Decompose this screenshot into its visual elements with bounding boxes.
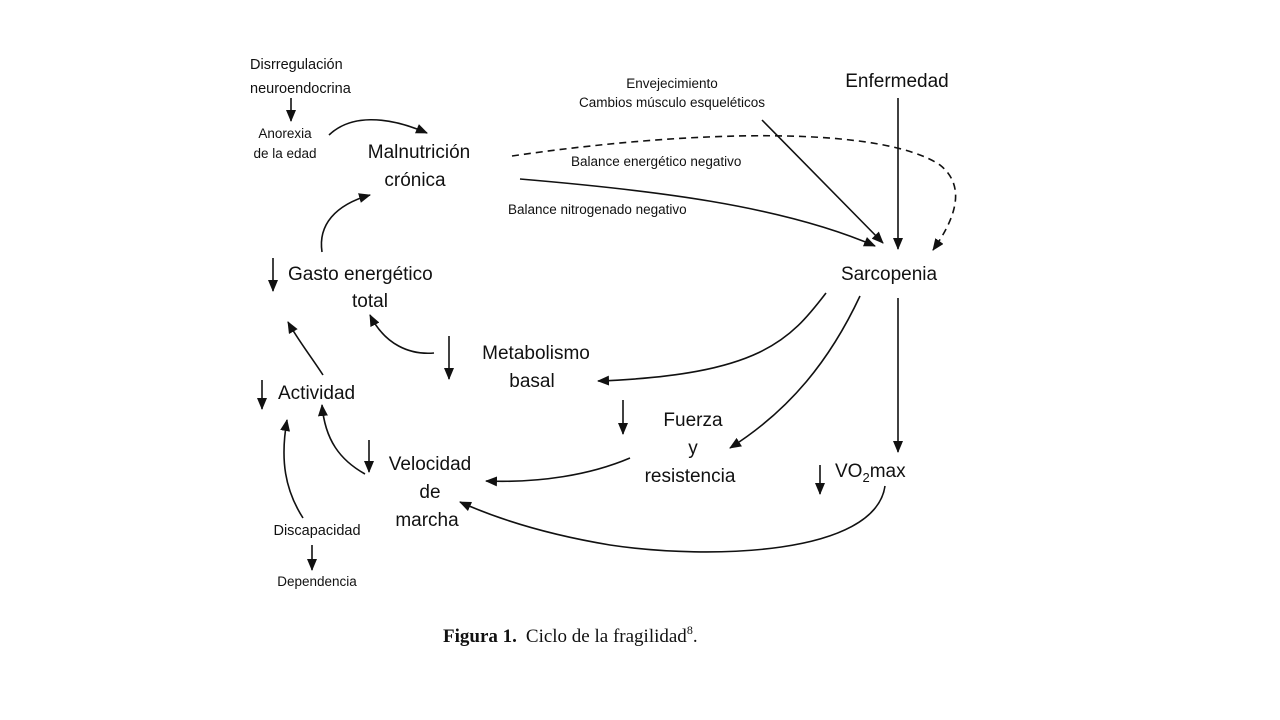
arrow-sarcopenia-to-fuerza [729, 295, 861, 449]
arrow-envejecimiento-to-sarcopenia [761, 119, 884, 244]
node-discapacidad: Discapacidad [273, 523, 360, 539]
node-malnutricion-line1: Malnutrición [368, 142, 470, 163]
caption-label: Figura 1. [443, 626, 517, 647]
arrow-actividad-to-gasto [287, 321, 324, 376]
node-gasto-line2: total [352, 291, 388, 312]
arrow-vo2max-to-velocidad [459, 485, 886, 553]
caption-text: Ciclo de la fragilidad [526, 626, 687, 647]
node-sarcopenia: Sarcopenia [841, 264, 938, 285]
node-velocidad-line3: marcha [395, 510, 459, 531]
arrow-balance-energetico [511, 134, 957, 251]
caption-reference: 8 [687, 623, 693, 637]
node-actividad: Actividad [278, 383, 355, 404]
node-disregulacion-line2: neuroendocrina [250, 81, 352, 97]
node-fuerza-line2: y [688, 438, 698, 459]
node-velocidad-line1: Velocidad [389, 454, 471, 475]
node-velocidad-line2: de [419, 482, 440, 503]
node-gasto-line1: Gasto energético [288, 264, 433, 285]
node-metabolismo-line2: basal [509, 371, 554, 392]
node-enfermedad: Enfermedad [845, 71, 949, 92]
arrow-sarcopenia-to-metabolismo [597, 292, 827, 386]
node-disregulacion-line1: Disrregulación [250, 57, 343, 73]
node-metabolismo-line1: Metabolismo [482, 343, 590, 364]
node-cambios-musculo: Cambios músculo esqueléticos [579, 95, 765, 110]
node-dependencia: Dependencia [277, 574, 357, 589]
arrow-velocidad-to-actividad [317, 404, 366, 475]
edge-label-balance-nitrogenado: Balance nitrogenado negativo [508, 202, 687, 217]
node-anorexia-line2: de la edad [253, 146, 316, 161]
node-fuerza-line3: resistencia [645, 466, 736, 487]
arrow-metabolismo-to-gasto [369, 314, 435, 355]
edge-label-balance-energetico: Balance energético negativo [571, 154, 741, 169]
caption-end: . [693, 626, 698, 647]
arrow-discapacidad-to-actividad [280, 419, 304, 519]
node-malnutricion-line2: crónica [384, 170, 446, 191]
vo2-prefix: VO [835, 461, 862, 482]
figure-caption: Figura 1. Ciclo de la fragilidad8. [443, 623, 698, 647]
vo2-suffix: max [870, 461, 906, 482]
node-envejecimiento: Envejecimiento [626, 76, 718, 91]
node-anorexia-line1: Anorexia [258, 126, 312, 141]
arrow-fuerza-to-velocidad [485, 457, 631, 487]
node-vo2max: VO2max [835, 461, 906, 485]
arrow-anorexia-to-malnutricion [328, 118, 428, 136]
node-fuerza-line1: Fuerza [663, 410, 723, 431]
vo2-subscript: 2 [862, 470, 869, 485]
arrow-balance-nitrogenado [519, 178, 876, 247]
arrow-gasto-to-malnutricion [320, 193, 371, 253]
